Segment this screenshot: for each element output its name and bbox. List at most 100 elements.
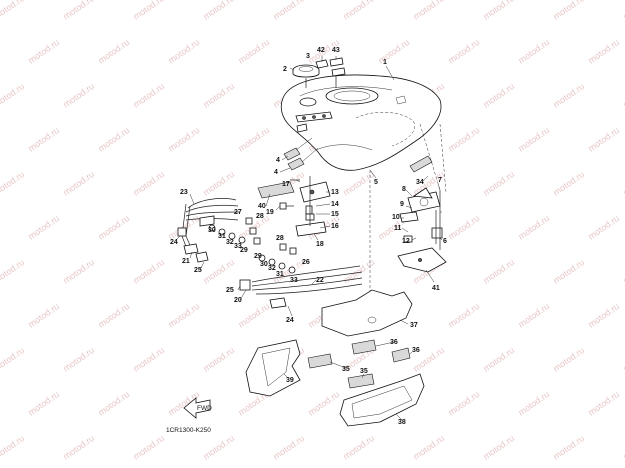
watermark-text: motod.ru xyxy=(96,213,131,242)
fuel-cap-assembly xyxy=(292,57,346,88)
callout-35b: 35 xyxy=(360,368,368,375)
fwd-label: FWD xyxy=(197,405,212,412)
watermark-text: motod.ru xyxy=(516,125,551,154)
watermark-text: motod.ru xyxy=(621,257,625,286)
callout-29a: 29 xyxy=(240,247,248,254)
watermark-text: motod.ru xyxy=(96,125,131,154)
watermark-text: motod.ru xyxy=(516,301,551,330)
callout-28a: 28 xyxy=(256,213,264,220)
watermark-text: motod.ru xyxy=(446,125,481,154)
watermark-text: motod.ru xyxy=(516,213,551,242)
watermark-text: motod.ru xyxy=(0,345,26,374)
watermark-text: motod.ru xyxy=(26,301,61,330)
watermark-text: motod.ru xyxy=(0,81,26,110)
watermark-text: motod.ru xyxy=(26,213,61,242)
watermark-text: motod.ru xyxy=(446,301,481,330)
callout-33b: 33 xyxy=(290,277,298,284)
watermark-text: motod.ru xyxy=(621,0,625,22)
watermark-text: motod.ru xyxy=(481,257,516,286)
callout-3: 3 xyxy=(306,53,310,60)
watermark-text: motod.ru xyxy=(201,257,236,286)
callout-43: 43 xyxy=(332,47,340,54)
callout-31b: 31 xyxy=(276,271,284,278)
callout-13: 13 xyxy=(331,189,339,196)
side-cover-right xyxy=(339,373,425,427)
leader-line xyxy=(439,123,447,193)
watermark-text: motod.ru xyxy=(341,257,376,286)
watermark-text: motod.ru xyxy=(306,389,341,418)
callout-10: 10 xyxy=(392,214,400,221)
watermark-text: motod.ru xyxy=(131,0,166,22)
callout-20: 20 xyxy=(234,297,242,304)
fuel-tank xyxy=(280,74,442,171)
watermark-text: motod.ru xyxy=(551,81,586,110)
watermark-text: motod.ru xyxy=(61,257,96,286)
watermark-text: motod.ru xyxy=(236,37,271,66)
watermark-text: motod.ru xyxy=(96,389,131,418)
watermark-text: motod.ru xyxy=(586,37,621,66)
watermark-text: motod.ru xyxy=(166,213,201,242)
left-harness xyxy=(177,198,241,263)
callout-17: 17 xyxy=(282,181,290,188)
callout-21: 21 xyxy=(182,258,190,265)
callout-30a: 30 xyxy=(208,227,216,234)
callout-19: 19 xyxy=(266,209,274,216)
callout-34: 34 xyxy=(416,179,424,186)
callout-12: 12 xyxy=(402,238,410,245)
watermark-text: motod.ru xyxy=(96,301,131,330)
watermark-text: motod.ru xyxy=(516,37,551,66)
callout-29b: 29 xyxy=(254,253,262,260)
watermark-text: motod.ru xyxy=(446,389,481,418)
watermark-text: motod.ru xyxy=(586,301,621,330)
callout-32b: 32 xyxy=(268,265,276,272)
side-cover-left xyxy=(245,339,301,397)
callout-38: 38 xyxy=(398,419,406,426)
watermark-text: motod.ru xyxy=(481,81,516,110)
callout-36a: 36 xyxy=(390,339,398,346)
callout-39: 39 xyxy=(286,377,294,384)
watermark-text: motod.ru xyxy=(26,37,61,66)
watermark-text: motod.ru xyxy=(586,125,621,154)
callout-25a: 25 xyxy=(194,267,202,274)
watermark-text: motod.ru xyxy=(236,301,271,330)
callout-11: 11 xyxy=(394,225,402,232)
seat-mat xyxy=(321,289,413,337)
watermark-text: motod.ru xyxy=(621,81,625,110)
watermark-text: motod.ru xyxy=(516,389,551,418)
leader-line xyxy=(419,123,441,191)
callout-leaders xyxy=(175,56,443,421)
callout-27: 27 xyxy=(234,209,242,216)
watermark-text: motod.ru xyxy=(341,169,376,198)
watermark-text: motod.ru xyxy=(131,81,166,110)
watermark-text: motod.ru xyxy=(201,81,236,110)
rubber-pad xyxy=(257,181,295,199)
watermark-text: motod.ru xyxy=(201,433,236,462)
watermark-text: motod.ru xyxy=(131,345,166,374)
watermark-text: motod.ru xyxy=(61,0,96,22)
callout-4a: 4 xyxy=(276,157,280,164)
callout-14: 14 xyxy=(331,201,339,208)
watermark-text: motod.ru xyxy=(61,169,96,198)
callout-23: 23 xyxy=(180,189,188,196)
watermark-text: motod.ru xyxy=(0,433,26,462)
watermark-text: motod.ru xyxy=(481,433,516,462)
callout-22: 22 xyxy=(316,277,324,284)
watermark-text: motod.ru xyxy=(551,345,586,374)
forward-arrow-icon: FWD xyxy=(183,397,212,419)
callout-16: 16 xyxy=(331,223,339,230)
watermark-text: motod.ru xyxy=(621,433,625,462)
watermark-text: motod.ru xyxy=(166,301,201,330)
callout-36b: 36 xyxy=(412,347,420,354)
callout-41: 41 xyxy=(432,285,440,292)
watermark-text: motod.ru xyxy=(131,169,166,198)
watermark-text: motod.ru xyxy=(26,125,61,154)
watermark-text: motod.ru xyxy=(481,0,516,22)
hardware-cluster-left xyxy=(208,217,261,245)
watermark-text: motod.ru xyxy=(0,257,26,286)
watermark-text: motod.ru xyxy=(236,125,271,154)
watermark-text: motod.ru xyxy=(551,0,586,22)
watermark-text: motod.ru xyxy=(446,37,481,66)
watermark-text: motod.ru xyxy=(26,389,61,418)
watermark-text: motod.ru xyxy=(551,169,586,198)
